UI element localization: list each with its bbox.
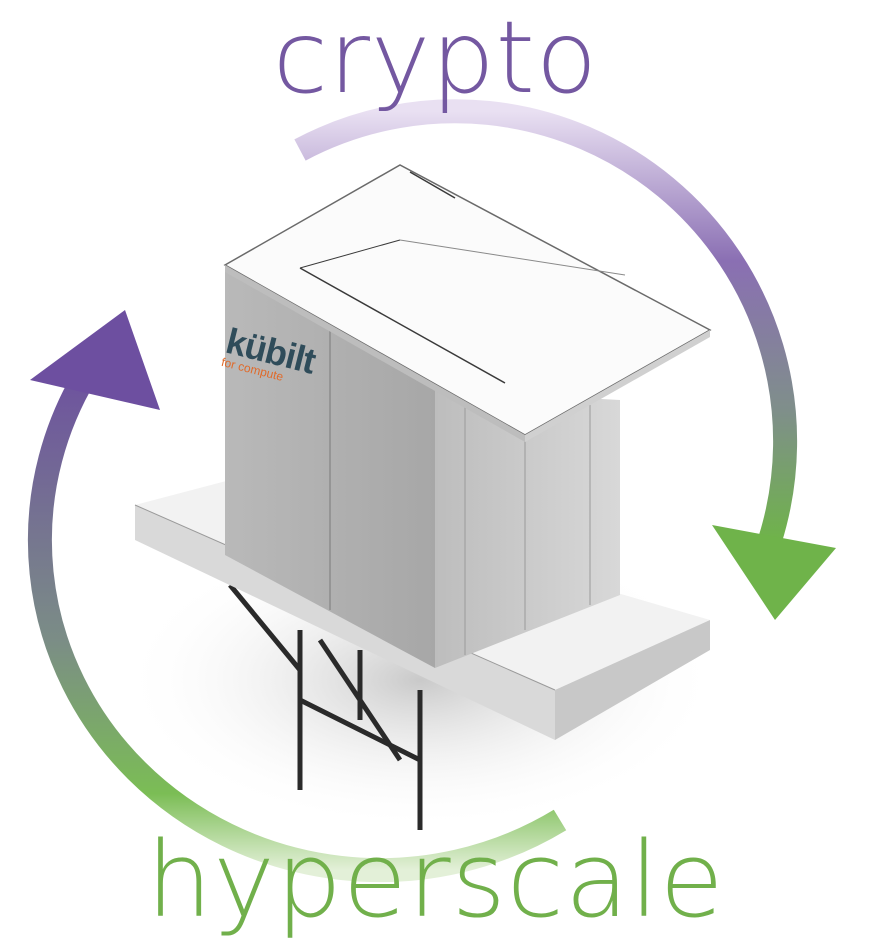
headline-hyperscale: hyperscale — [146, 819, 725, 941]
enclosure — [223, 164, 712, 668]
arrow-purple-to-green — [294, 99, 836, 620]
arrowhead-up-icon — [30, 310, 160, 410]
arrowhead-down-icon — [712, 525, 836, 620]
arrow-green-to-purple — [27, 310, 567, 883]
support-frame — [228, 583, 423, 830]
headline-crypto: crypto — [272, 0, 599, 116]
